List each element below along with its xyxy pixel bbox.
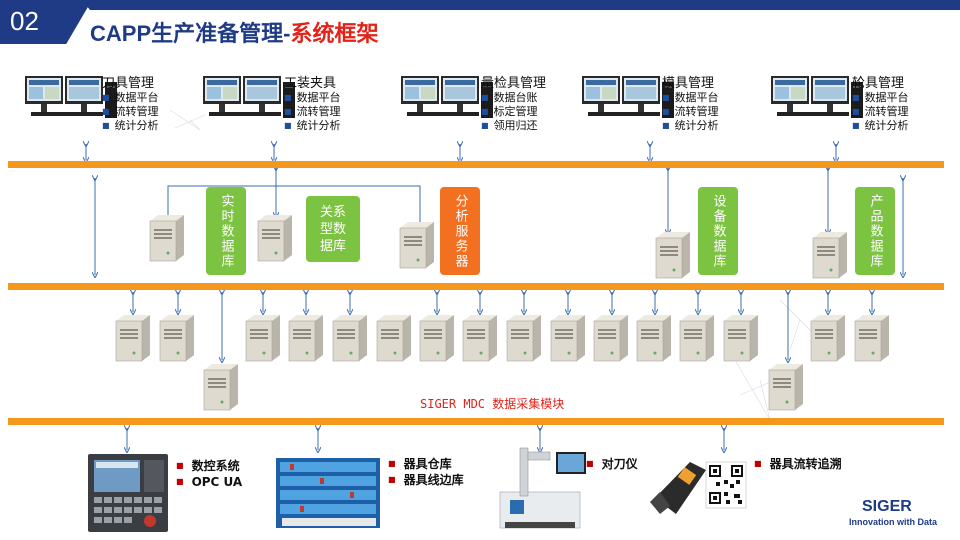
- middle-data-bus: [8, 283, 944, 290]
- device-warehouse-labels: ■器具仓库 ■器具线边库: [388, 456, 464, 488]
- module-item: ■数据平台: [284, 91, 341, 104]
- qr-code-icon: [705, 461, 747, 509]
- connection-arrows: [86, 144, 903, 450]
- tool-presetter-icon: [499, 447, 586, 529]
- module-item: ■标定管理: [481, 105, 538, 118]
- page-title: CAPP生产准备管理-系统框架: [90, 16, 378, 48]
- module-item: ■领用归还: [481, 119, 538, 132]
- device-presetter-labels: ■对刀仪: [586, 456, 638, 472]
- module-gauge-management: 量检具管理 ■数据台账 ■标定管理 ■领用归还: [481, 72, 546, 133]
- module-item: ■统计分析: [284, 119, 341, 132]
- module-tool-management: 刀具管理 ■数据平台 ■流转管理 ■统计分析: [102, 72, 159, 133]
- section-number: 02: [10, 6, 39, 36]
- mdc-module-label: SIGER MDC 数据采集模块: [420, 397, 565, 411]
- module-mold-management: 模具管理 ■数据平台 ■流转管理 ■统计分析: [662, 72, 719, 133]
- product-database-box: 产品数据库: [855, 187, 895, 275]
- module-item: ■流转管理: [102, 105, 159, 118]
- server-icon: [399, 221, 435, 269]
- upper-data-bus: [8, 161, 944, 168]
- module-title: 轮具管理: [852, 76, 905, 91]
- device-label: ■器具仓库: [388, 457, 452, 471]
- workstation-icon: [771, 76, 863, 118]
- module-title: 量检具管理: [481, 76, 547, 91]
- brand-logo-text: SIGER: [862, 498, 912, 515]
- server-icon: [257, 214, 293, 262]
- server-icon: [149, 214, 185, 262]
- device-label: ■数控系统: [176, 459, 240, 473]
- workstation-icon: [401, 76, 493, 118]
- workstation-icon: [203, 76, 295, 118]
- module-item: ■统计分析: [852, 119, 909, 132]
- device-cnc-labels: ■数控系统 ■OPC UA: [176, 458, 242, 490]
- server-icon: [655, 231, 691, 279]
- device-label: ■对刀仪: [586, 457, 638, 471]
- module-item: ■统计分析: [102, 119, 159, 132]
- lower-data-bus: [8, 418, 944, 425]
- header-bar: [82, 0, 960, 10]
- module-item: ■数据平台: [852, 91, 909, 104]
- workstation-icon: [582, 76, 674, 118]
- analysis-server-box: 分析服务器: [440, 187, 480, 275]
- page-title-main: CAPP生产准备管理-: [90, 21, 291, 46]
- module-title: 模具管理: [662, 76, 715, 91]
- handheld-scanner-icon: [650, 462, 706, 514]
- page-title-accent: 系统框架: [290, 21, 379, 46]
- device-traceability-labels: ■器具流转追溯: [754, 456, 842, 472]
- module-item: ■统计分析: [662, 119, 719, 132]
- tool-warehouse-icon: [276, 458, 380, 528]
- module-title: 工装夹具: [284, 76, 337, 91]
- brand-tagline: Innovation with Data: [849, 517, 938, 527]
- module-item: ■流转管理: [662, 105, 719, 118]
- module-fixture: 工装夹具 ■数据平台 ■流转管理 ■统计分析: [284, 72, 341, 133]
- device-label: ■器具线边库: [388, 473, 464, 487]
- module-item: ■数据平台: [102, 91, 159, 104]
- realtime-database-box: 实时数据库: [206, 187, 246, 275]
- module-title: 刀具管理: [102, 76, 155, 91]
- server-icon: [812, 231, 848, 279]
- device-label: ■器具流转追溯: [754, 457, 842, 471]
- cnc-panel-icon: [88, 454, 168, 532]
- module-item: ■数据台账: [481, 91, 538, 104]
- equipment-database-box: 设备数据库: [698, 187, 738, 275]
- relational-database-box: 关系型数据库: [306, 196, 360, 262]
- module-item: ■数据平台: [662, 91, 719, 104]
- device-label: ■OPC UA: [176, 475, 243, 489]
- module-item: ■流转管理: [284, 105, 341, 118]
- network-decoration: [169, 79, 901, 421]
- module-wheel-tool-management: 轮具管理 ■数据平台 ■流转管理 ■统计分析: [852, 72, 909, 133]
- module-item: ■流转管理: [852, 105, 909, 118]
